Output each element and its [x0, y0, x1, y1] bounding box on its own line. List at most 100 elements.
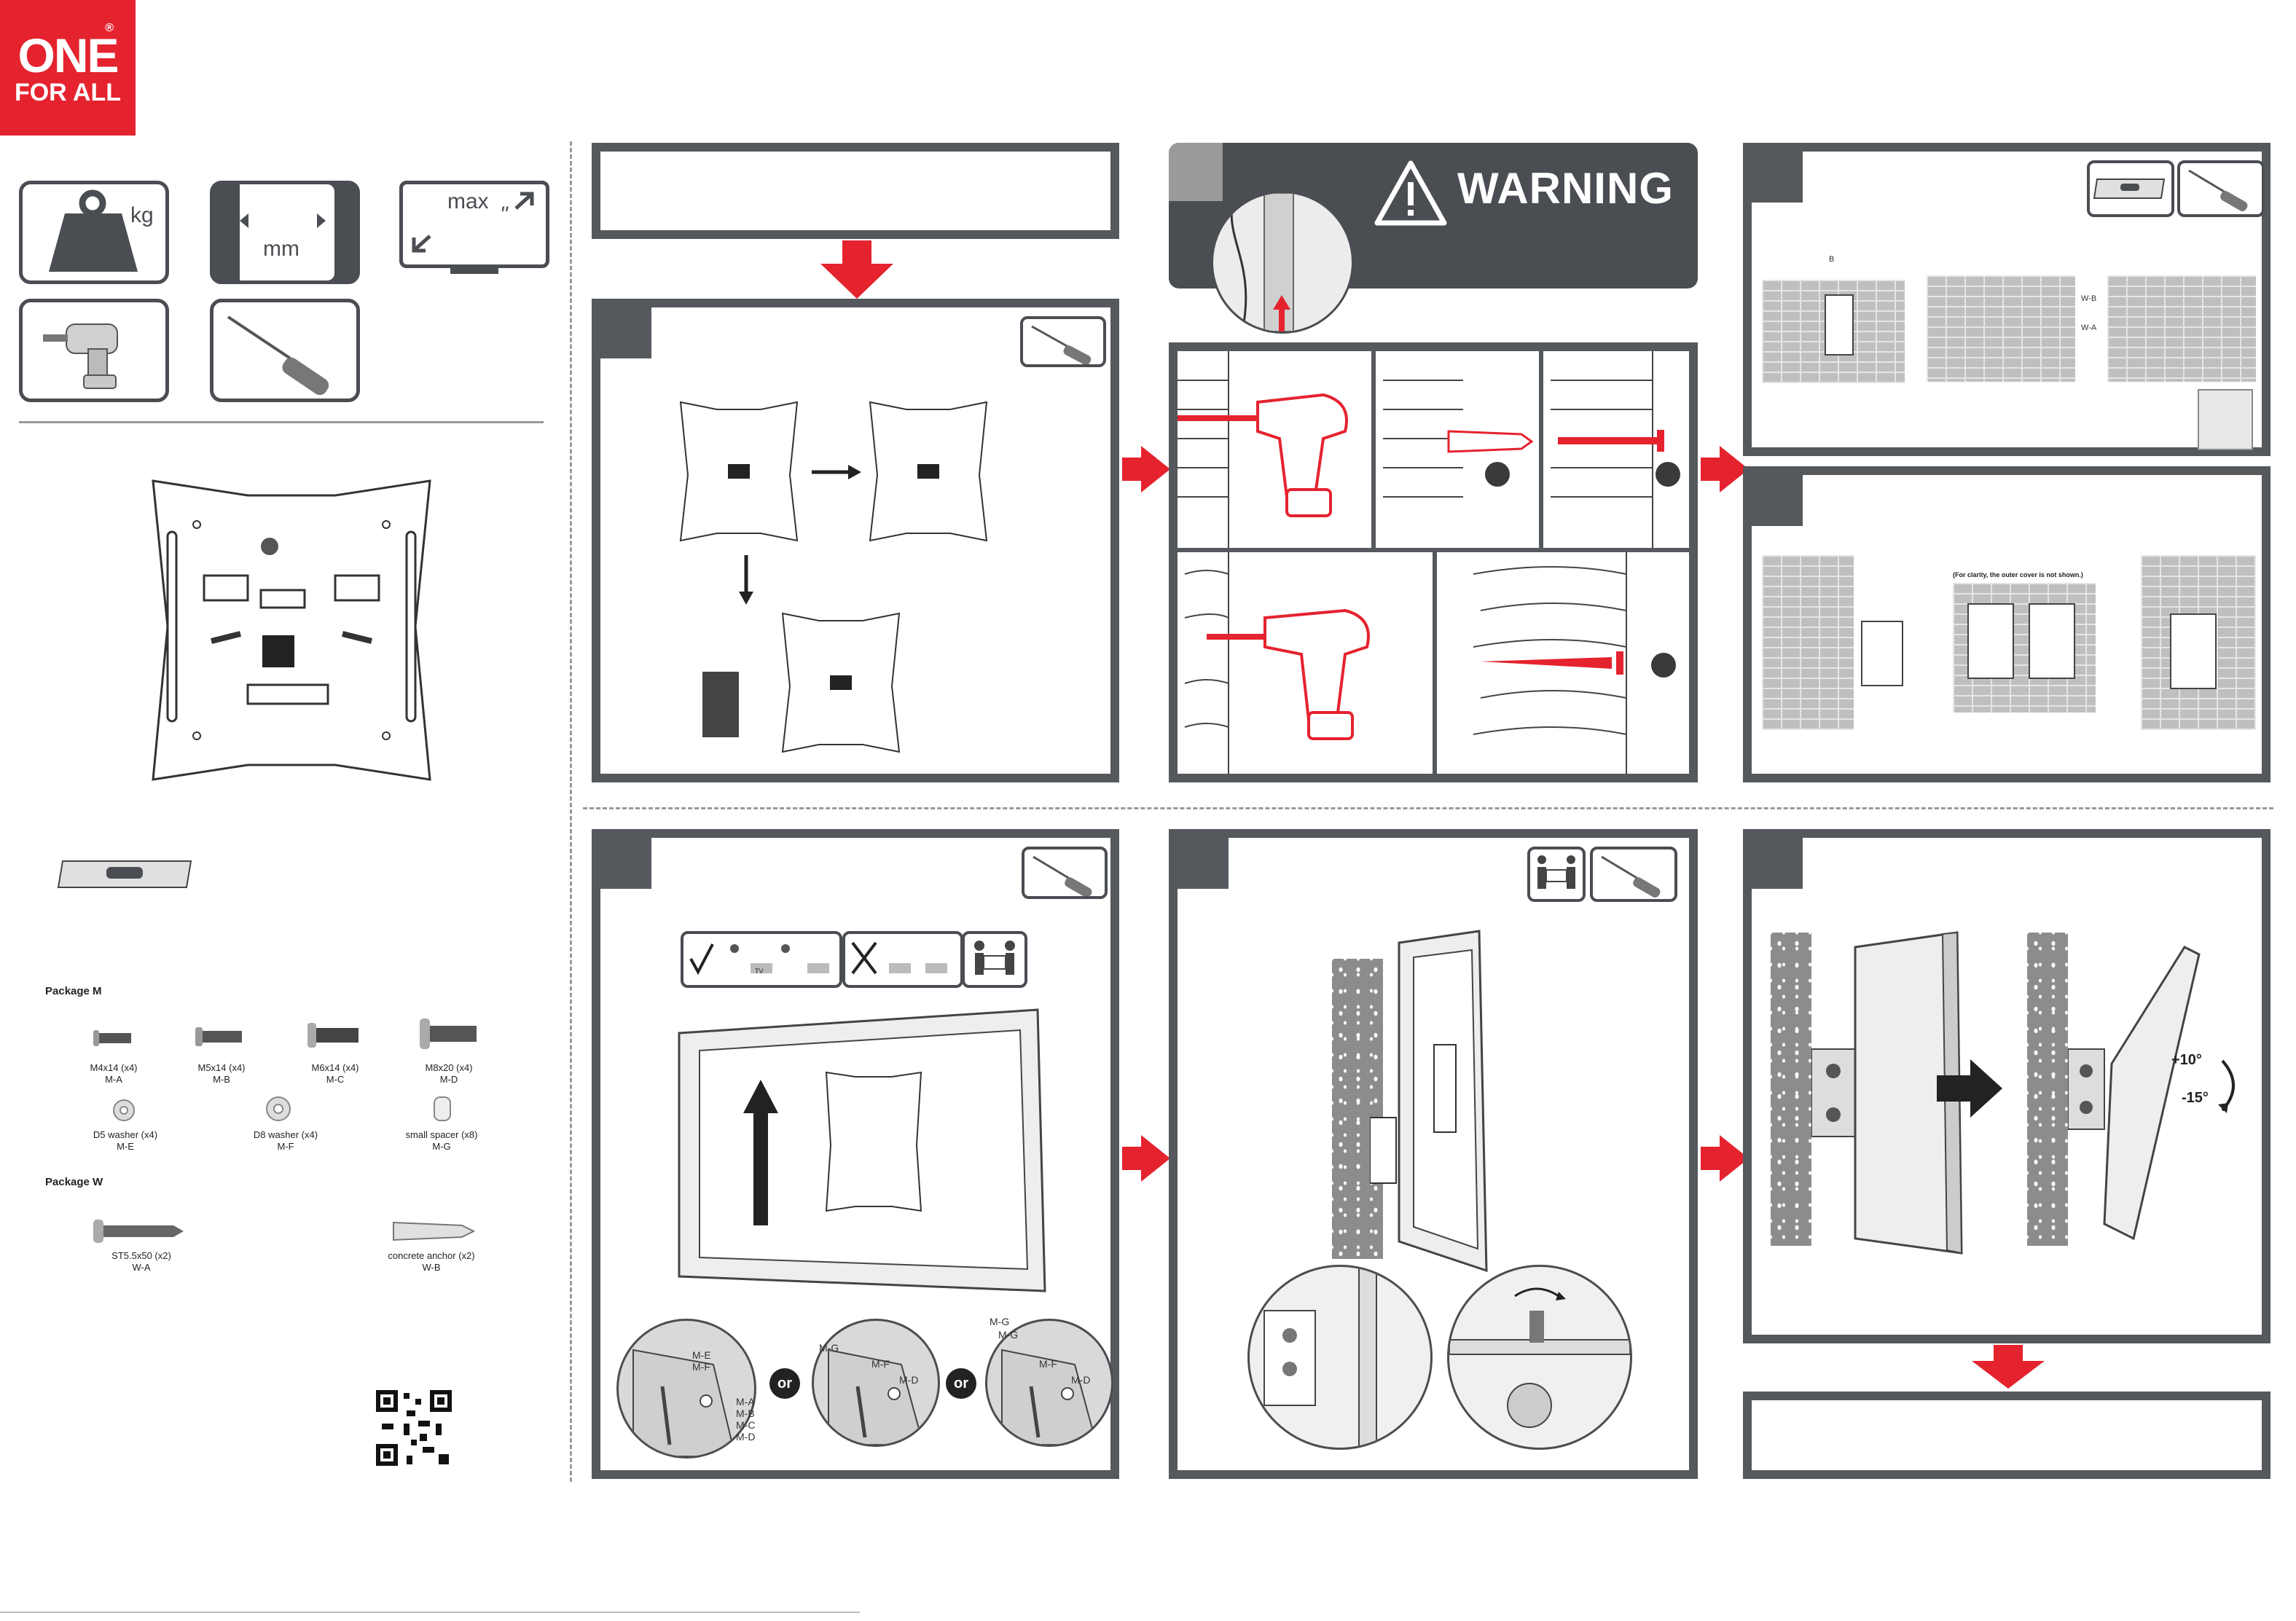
- callout-label: M-F: [692, 1361, 710, 1373]
- step-1-illustration: [679, 401, 988, 753]
- screw-m-b-icon: [195, 1027, 242, 1046]
- max-size-icon: max ": [399, 181, 549, 275]
- brand-registered: ®: [105, 22, 114, 34]
- wall-anchor-icon: [393, 1221, 476, 1241]
- weight-spec-icon: kg: [19, 181, 169, 284]
- step-4-number-badge: [1752, 475, 1803, 526]
- step-3-label-wa: W-A: [2081, 323, 2097, 332]
- step-1-number-badge: [600, 307, 651, 358]
- step-5-panel: TV M-E M-F M-A M-B M-C M-D or M-G M-F M-…: [592, 829, 1119, 1479]
- step-3-number-badge: [1752, 152, 1803, 203]
- step-5-callout-a: [616, 1319, 756, 1459]
- step-3-detail-inset: [2198, 389, 2253, 450]
- step-2e-marker: [1651, 653, 1676, 678]
- step-5-callout-c-label-1: M-G: [990, 1316, 1010, 1327]
- step-3-tool-level-icon: [2087, 160, 2174, 217]
- right-arrow-3-icon: [1141, 1135, 1170, 1182]
- down-arrow-2-stem: [1994, 1345, 2023, 1364]
- column-divider: [570, 141, 572, 1482]
- screw-m-a-icon: [93, 1030, 131, 1046]
- step-4-note: (For clarity, the outer cover is not sho…: [1953, 571, 2083, 578]
- tilt-arc-icon: [2218, 1059, 2235, 1113]
- right-arrow-2-stem: [1701, 458, 1720, 481]
- callout-label: M-B: [736, 1408, 755, 1419]
- warning-step-badge: [1169, 143, 1223, 201]
- part-code: M-C: [326, 1074, 345, 1085]
- step-5-callout-c-label-2: M-G: [998, 1329, 1019, 1341]
- step-4b-bracket-left: [1967, 603, 2014, 679]
- screwdriver-tool-icon: [210, 299, 360, 402]
- step-7-panel: +10° -15°: [1743, 829, 2270, 1343]
- step-5-callout-c: [985, 1319, 1113, 1447]
- footer-rule: [0, 1612, 860, 1613]
- part-code: M-F: [277, 1141, 294, 1152]
- callout-label: M-C: [736, 1419, 756, 1431]
- step-6-concrete-wall: [1332, 959, 1383, 1259]
- brand-line2: FOR ALL: [14, 79, 122, 106]
- warning-title: WARNING: [1457, 164, 1674, 213]
- step-5-callout-a-labels: M-E M-F: [692, 1349, 711, 1373]
- part-spec: small spacer (x8): [405, 1129, 478, 1140]
- step-2-panel: [1169, 342, 1698, 782]
- wall-plate-illustration: [152, 479, 431, 781]
- step-3-label-wb: W-B: [2081, 294, 2097, 303]
- step-5-callout-b-label-1: M-G: [819, 1342, 839, 1354]
- step-5-two-people-icon: [962, 931, 1027, 988]
- or-badge-2: or: [946, 1368, 976, 1399]
- part-spec: concrete anchor (x2): [388, 1250, 475, 1261]
- step-2d-wood-drill: [1184, 552, 1370, 774]
- right-arrow-4-stem: [1701, 1147, 1720, 1170]
- step-2a-brick-drill: [1178, 351, 1348, 548]
- step-7-number-badge: [1752, 838, 1803, 889]
- step-3-tool-screwdriver-icon: [2177, 160, 2265, 217]
- part-spec: M8x20 (x4): [425, 1062, 473, 1073]
- warning-triangle-icon: [1374, 160, 1447, 226]
- step-6-number-badge: [1178, 838, 1229, 889]
- step-3b-brick-wall: [1927, 275, 2075, 382]
- step-2e-wood-screw: [1473, 552, 1627, 774]
- screw-m-d-icon: [420, 1018, 477, 1049]
- step-4c-bracket: [2170, 613, 2217, 689]
- step-6-lock-screw-detail: [1447, 1265, 1632, 1450]
- final-text-box: [1743, 1392, 2270, 1479]
- part-m-d-label: M8x20 (x4) M-D: [398, 1062, 500, 1086]
- down-arrow-1-stem: [842, 240, 871, 267]
- size-unit: mm: [263, 237, 299, 261]
- part-spec: D8 washer (x4): [253, 1129, 318, 1140]
- step-3-label-b: B: [1829, 255, 1835, 264]
- part-spec: M6x14 (x4): [311, 1062, 359, 1073]
- spacer-icon: [434, 1096, 451, 1121]
- step-4-panel: (For clarity, the outer cover is not sho…: [1743, 466, 2270, 782]
- step-5-tv-back-illustration: [678, 1008, 1046, 1292]
- part-m-f-label: D8 washer (x4) M-F: [235, 1129, 337, 1153]
- step-4a-brick-wall: [1762, 555, 1854, 730]
- step-5-callout-b-label-3: M-D: [899, 1374, 919, 1386]
- part-code: M-D: [439, 1074, 458, 1085]
- row-divider: [583, 807, 2273, 809]
- callout-label: M-E: [692, 1349, 711, 1361]
- part-spec: D5 washer (x4): [93, 1129, 158, 1140]
- step-7-next-arrow-icon: [1937, 1059, 2002, 1118]
- washer-d8-icon: [266, 1096, 291, 1121]
- weight-unit: kg: [130, 203, 154, 227]
- part-code: W-A: [132, 1262, 151, 1273]
- tilt-down-label: -15°: [2182, 1090, 2209, 1106]
- part-m-g-label: small spacer (x8) M-G: [391, 1129, 493, 1153]
- step-7b-concrete-wall: [2027, 933, 2068, 1246]
- down-arrow-2-icon: [1972, 1361, 2045, 1389]
- qr-code[interactable]: [375, 1389, 453, 1467]
- down-arrow-1-icon: [820, 264, 893, 299]
- size-spec-icon: mm: [210, 181, 360, 284]
- part-code: M-G: [432, 1141, 451, 1152]
- inch-mark: ": [500, 203, 508, 227]
- part-code: M-A: [105, 1074, 122, 1085]
- part-m-a-label: M4x14 (x4) M-A: [63, 1062, 165, 1086]
- tv-tag: TV: [755, 968, 764, 975]
- step-4a-bracket: [1861, 621, 1903, 686]
- part-w-b-label: concrete anchor (x2) W-B: [380, 1250, 482, 1273]
- part-m-e-label: D5 washer (x4) M-E: [74, 1129, 176, 1153]
- step-2c-marker: [1656, 462, 1680, 487]
- spirit-level-icon: [57, 860, 192, 888]
- section-divider: [19, 421, 544, 423]
- washer-d5-icon: [113, 1099, 135, 1121]
